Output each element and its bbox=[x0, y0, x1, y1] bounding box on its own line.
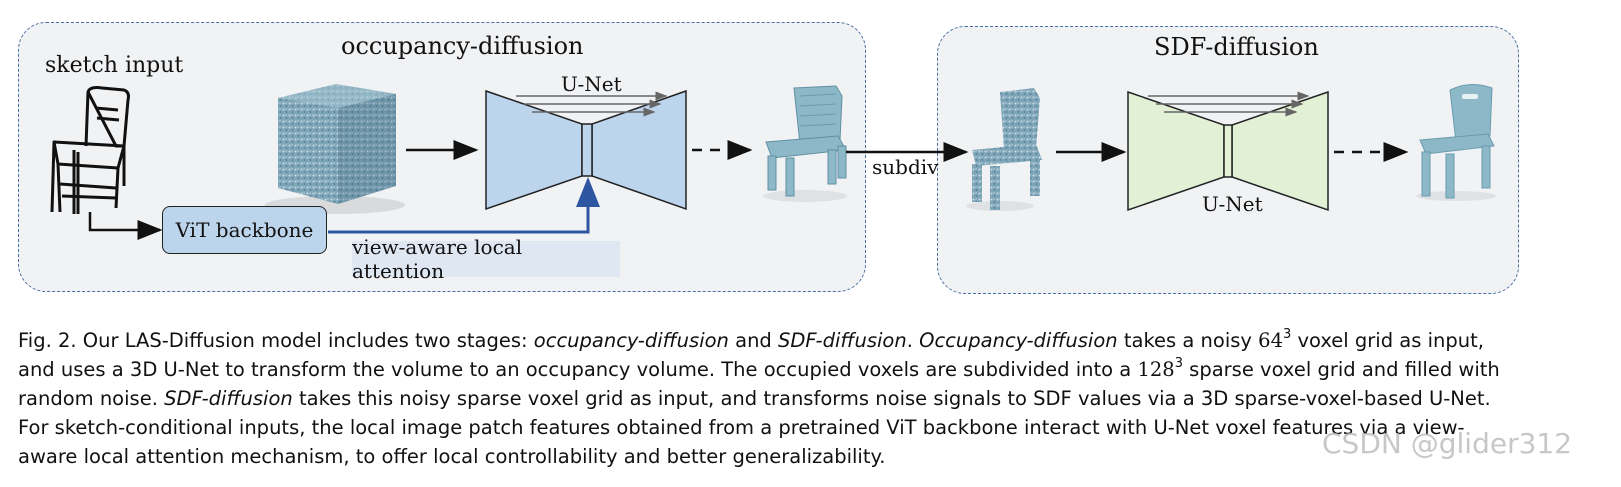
vit-backbone-box: ViT backbone bbox=[162, 206, 327, 254]
caption-text: voxel grid as input, and uses a 3D U-Net… bbox=[18, 329, 1484, 381]
sketch-chair-icon bbox=[50, 86, 130, 214]
occupancy-diffusion-title: occupancy-diffusion bbox=[341, 32, 584, 60]
noisy-chair-icon bbox=[966, 88, 1042, 211]
sdf-unet-shape bbox=[1127, 90, 1329, 212]
subdiv-label: subdiv bbox=[872, 155, 939, 179]
caption-text: Our LAS-Diffusion model includes two sta… bbox=[76, 329, 534, 352]
caption-emphasis: SDF-diffusion bbox=[164, 387, 293, 410]
caption-text: sparse voxel grid and filled with random… bbox=[18, 358, 1500, 410]
occupancy-unet-shape bbox=[485, 89, 687, 211]
figure-caption: Fig. 2. Our LAS-Diffusion model includes… bbox=[18, 326, 1518, 471]
view-aware-attention-arrow bbox=[328, 177, 600, 234]
diagram-graphics bbox=[50, 84, 1496, 240]
sdf-unet-label: U-Net bbox=[1202, 192, 1263, 216]
sketch-to-vit-arrow bbox=[88, 212, 163, 240]
view-aware-attention-label: view-aware local attention bbox=[352, 235, 523, 283]
caption-text: takes a noisy bbox=[1117, 329, 1259, 352]
occupancy-skip-connections bbox=[516, 91, 668, 117]
caption-text: takes this noisy sparse voxel grid as in… bbox=[18, 387, 1491, 468]
occupancy-unet-label: U-Net bbox=[561, 72, 622, 96]
caption-number: 128 bbox=[1137, 358, 1175, 381]
occupancy-chair-icon bbox=[763, 85, 847, 202]
caption-fig-label: Fig. 2. bbox=[18, 329, 77, 352]
caption-text: . bbox=[906, 329, 920, 352]
view-aware-attention-band: view-aware local attention bbox=[352, 235, 620, 283]
caption-emphasis: occupancy-diffusion bbox=[533, 329, 729, 352]
caption-superscript: 3 bbox=[1174, 356, 1183, 371]
sdf-skip-connections bbox=[1148, 91, 1310, 117]
caption-emphasis: Occupancy-diffusion bbox=[919, 329, 1118, 352]
caption-number: 64 bbox=[1258, 329, 1283, 352]
caption-emphasis: SDF-diffusion bbox=[778, 329, 907, 352]
noise-cube-icon bbox=[265, 84, 405, 214]
caption-text: and bbox=[728, 329, 779, 352]
caption-superscript: 3 bbox=[1282, 327, 1292, 342]
vit-backbone-label: ViT backbone bbox=[175, 218, 314, 242]
watermark: CSDN @glider312 bbox=[1322, 427, 1573, 460]
final-chair-icon bbox=[1416, 84, 1496, 201]
sketch-input-label: sketch input bbox=[45, 53, 184, 78]
sdf-diffusion-title: SDF-diffusion bbox=[1154, 33, 1319, 61]
